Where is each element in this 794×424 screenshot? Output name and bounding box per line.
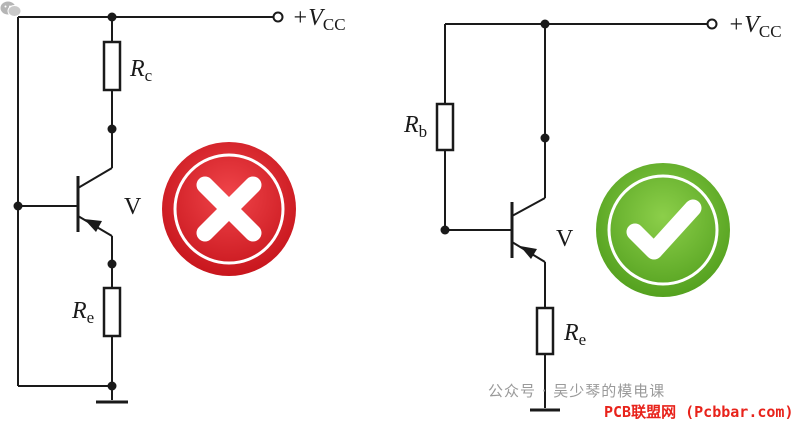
left-rc-label: Rc (129, 56, 153, 85)
right-emitter-arrow (520, 246, 537, 259)
right-supply-label: +VCC (728, 12, 782, 41)
left-supply-label: +VCC (292, 5, 346, 34)
watermark-account: 公众号 · 吴少琴的模电课 (488, 382, 666, 400)
right-circuit (435, 23, 708, 412)
right-rb-label: Rb (403, 112, 427, 141)
left-junction-dots (13, 12, 117, 391)
incorrect-badge (162, 142, 296, 276)
right-junction-dots (440, 19, 550, 235)
checkmark-icon (626, 199, 702, 260)
left-resistor-rc (102, 40, 122, 92)
right-resistor-rb (435, 102, 455, 152)
cross-icon (196, 176, 262, 242)
left-transistor-label: V (124, 194, 142, 220)
left-resistor-re (102, 286, 122, 338)
watermark-site: PCB联盟网 (Pcbbar.com) (604, 403, 794, 421)
wechat-icon (0, 1, 22, 17)
right-supply-terminal (706, 18, 718, 30)
left-re-label: Re (71, 298, 94, 327)
right-re-label: Re (563, 320, 586, 349)
right-resistor-re (535, 306, 555, 356)
left-supply-terminal (272, 11, 284, 23)
right-transistor-label: V (556, 226, 574, 252)
left-emitter-arrow (84, 219, 102, 232)
correct-badge (596, 163, 730, 297)
